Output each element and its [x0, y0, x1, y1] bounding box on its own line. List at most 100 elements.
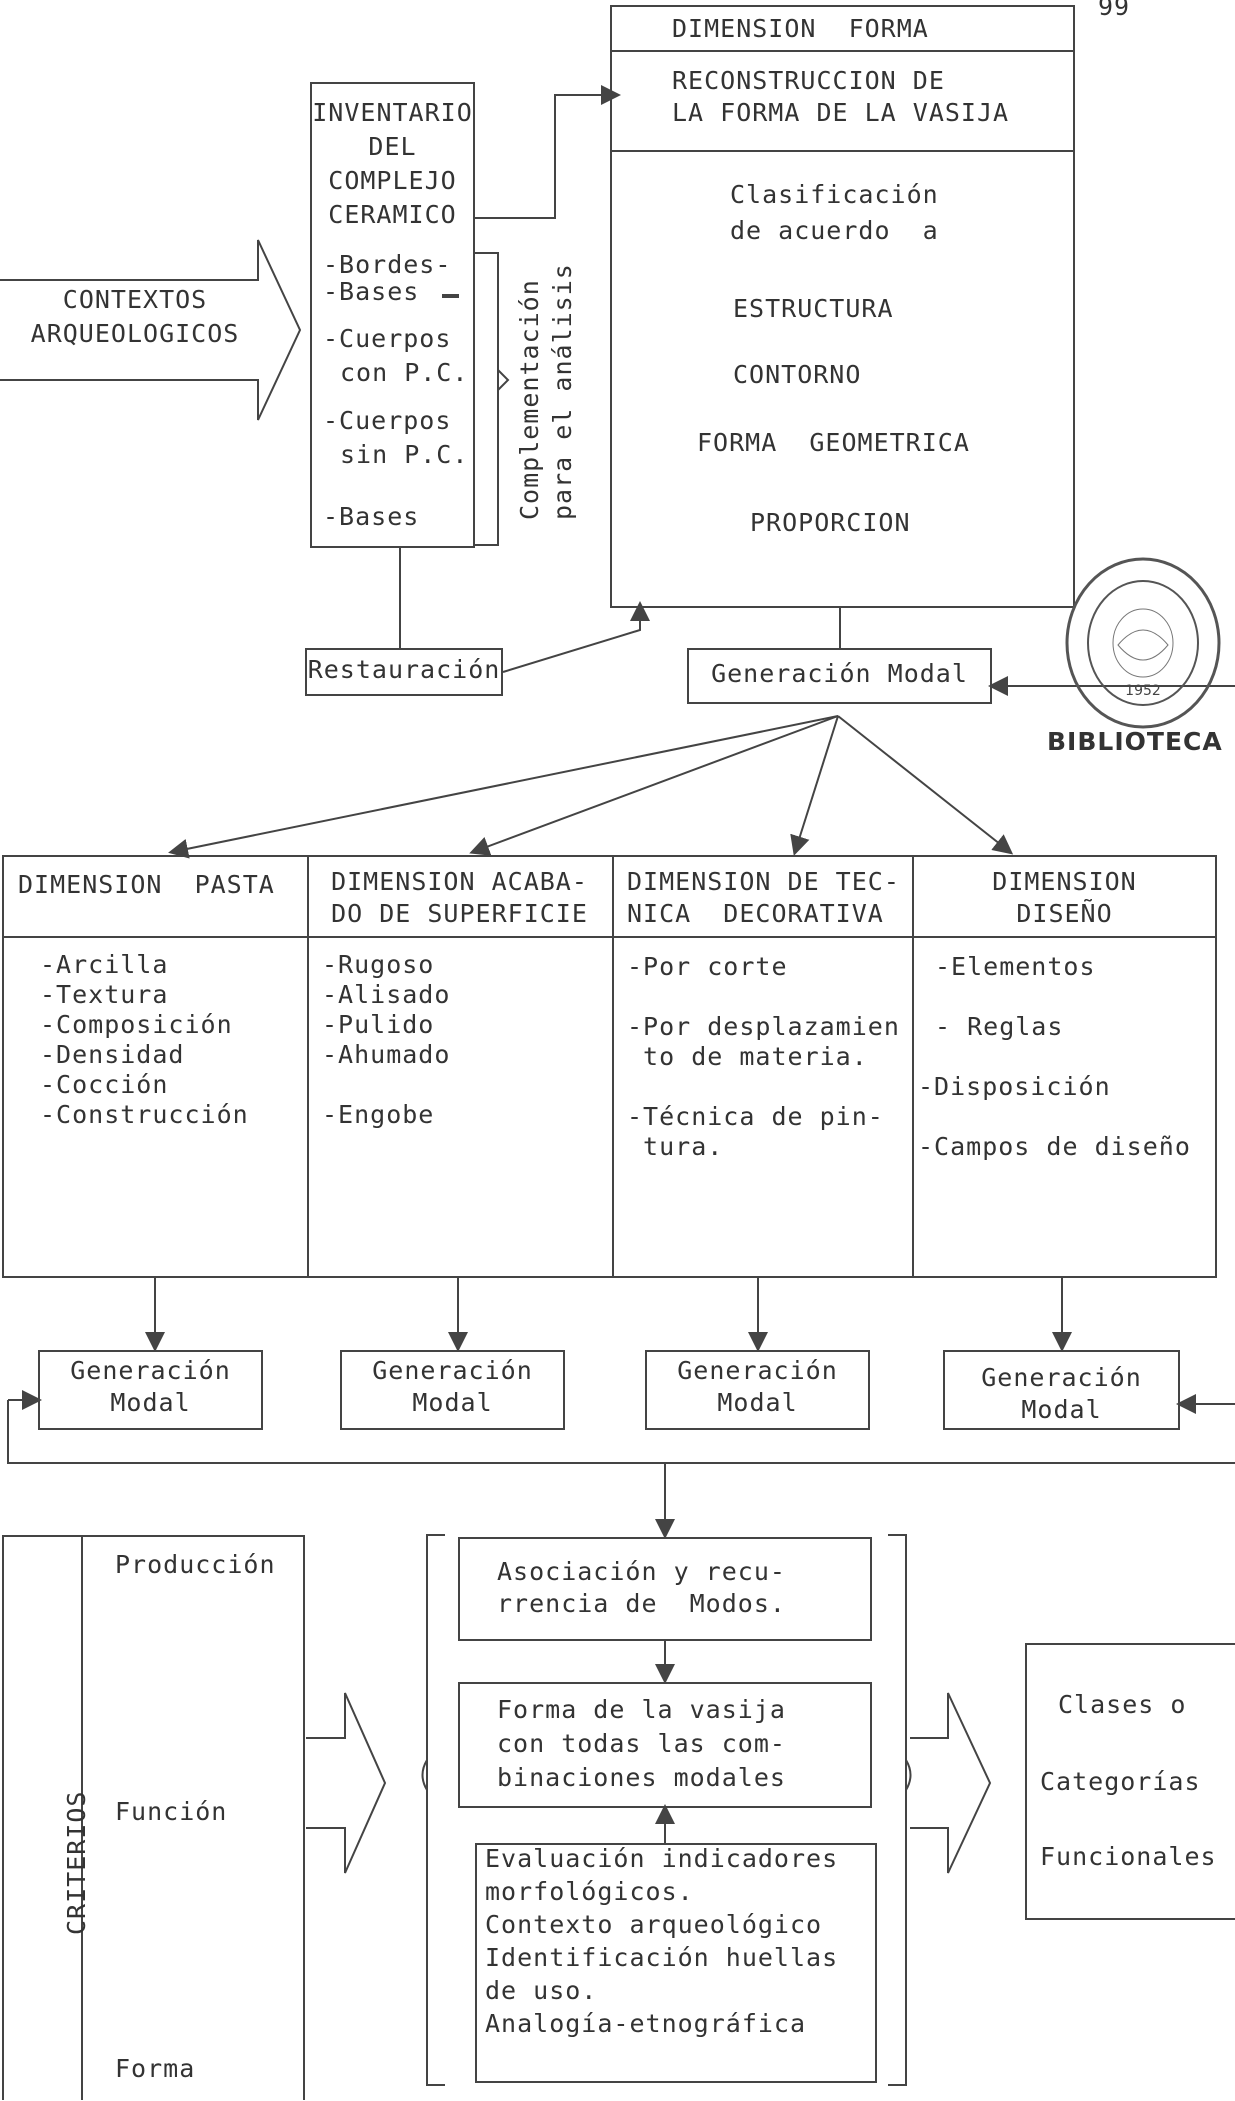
dimensions-header-divider — [2, 936, 1217, 938]
dimension-item: -Técnica de pin- — [627, 1102, 884, 1131]
seal-year: 1952 — [1125, 683, 1161, 699]
evaluacion-item: Contexto arqueológico — [485, 1910, 823, 1939]
complementacion-label-2: para el análisis — [548, 263, 577, 520]
dimensions-table — [2, 855, 1217, 1278]
forma-criterion: PROPORCION — [750, 508, 911, 537]
restauracion-box — [305, 648, 503, 696]
biblioteca-label: BIBLIOTECA — [1047, 727, 1223, 756]
forma-divider-2 — [610, 150, 1075, 152]
dimension-item: -Por corte — [627, 952, 788, 981]
evaluacion-item: morfológicos. — [485, 1877, 694, 1906]
dimension-item: -Textura — [40, 980, 169, 1009]
gen-modal-label-2: Modal — [110, 1388, 191, 1417]
complementacion-label-1: Complementación — [515, 279, 544, 520]
forma-subtitle-1: RECONSTRUCCION DE — [672, 66, 945, 95]
dimension-item: -Pulido — [322, 1010, 435, 1039]
gen-modal-box — [38, 1350, 263, 1430]
gen-modal-label-1: Generación — [70, 1356, 231, 1385]
dimension-item: -Rugoso — [322, 950, 435, 979]
dimension-item: -Alisado — [322, 980, 451, 1009]
evaluacion-item: Identificación huellas — [485, 1943, 839, 1972]
dimension-acabado-title-1: DIMENSION ACABA- — [331, 867, 588, 896]
clases-label-2: Categorías — [1040, 1767, 1201, 1796]
inventario-item: -Bases — [323, 502, 420, 531]
dimension-acabado-title-2: DO DE SUPERFICIE — [331, 899, 588, 928]
inventario-item: -Cuerpos — [323, 406, 452, 435]
restauracion-label: Restauración — [307, 655, 501, 684]
clases-label-3: Funcionales — [1040, 1842, 1217, 1871]
dimension-item: -Campos de diseño — [918, 1132, 1191, 1161]
forma-criterion: FORMA GEOMETRICA — [697, 428, 970, 457]
dimension-item: -Ahumado — [322, 1040, 451, 1069]
forma-subtitle-2: LA FORMA DE LA VASIJA — [672, 98, 1010, 127]
forma-vasija-label-2: con todas las com- — [497, 1729, 786, 1758]
forma-vasija-box — [458, 1682, 872, 1808]
gen-modal-label-1: Generación — [372, 1356, 533, 1385]
asociacion-label-2: rrencia de Modos. — [497, 1589, 786, 1618]
dimension-item: -Construcción — [40, 1100, 249, 1129]
dimension-item: to de materia. — [627, 1042, 868, 1071]
inventario-item: sin P.C. — [340, 440, 469, 469]
gen-modal-box — [645, 1350, 870, 1430]
dimension-pasta-title: DIMENSION PASTA — [18, 870, 275, 899]
gen-modal-label-1: Generación — [981, 1363, 1142, 1392]
forma-divider-1 — [610, 50, 1075, 52]
dimension-diseno-title-2: DISEÑO — [1016, 899, 1113, 928]
dimension-tecnica-title-1: DIMENSION DE TEC- — [627, 867, 900, 896]
gen-modal-label-2: Modal — [412, 1388, 493, 1417]
clases-label-1: Clases o — [1058, 1690, 1187, 1719]
dimensions-col-divider — [912, 855, 914, 1278]
criterio-item: Producción — [115, 1550, 276, 1579]
dimension-item: -Cocción — [40, 1070, 169, 1099]
generacion-modal-main-box — [687, 648, 992, 704]
inventario-title-2: DEL — [368, 132, 417, 161]
gen-modal-box — [943, 1350, 1180, 1430]
inventario-item: -Bordes- — [323, 250, 452, 279]
forma-clasif-1: Clasificación — [730, 180, 939, 209]
evaluacion-item: de uso. — [485, 1976, 598, 2005]
dimension-item: tura. — [627, 1132, 724, 1161]
evaluacion-item: Analogía-etnográfica — [485, 2009, 807, 2038]
gen-modal-label-2: Modal — [717, 1388, 798, 1417]
forma-box — [610, 5, 1075, 608]
generacion-modal-main-label: Generación Modal — [711, 659, 968, 688]
dimension-diseno-title-1: DIMENSION — [992, 867, 1137, 896]
forma-criterion: CONTORNO — [733, 360, 862, 389]
forma-title: DIMENSION FORMA — [672, 14, 929, 43]
gen-modal-label-1: Generación — [677, 1356, 838, 1385]
inventario-title-4: CERAMICO — [328, 200, 457, 229]
gen-modal-label-2: Modal — [1021, 1395, 1102, 1424]
dimensions-col-divider — [612, 855, 614, 1278]
page-number: 99 — [1098, 0, 1131, 21]
dimensions-col-divider — [307, 855, 309, 1278]
clases-box — [1025, 1643, 1235, 1920]
contextos-label-1: CONTEXTOS — [62, 285, 208, 314]
inventario-box — [310, 82, 475, 548]
forma-vasija-label-3: binaciones modales — [497, 1763, 786, 1792]
biblioteca-seal: 1952 — [1065, 557, 1221, 729]
criterio-item: Forma — [115, 2054, 196, 2083]
dimension-item: -Composición — [40, 1010, 233, 1039]
inventario-item: -Bases — [323, 277, 420, 306]
inventario-title-3: COMPLEJO — [328, 166, 457, 195]
dimension-item: -Arcilla — [40, 950, 169, 979]
asociacion-box — [458, 1537, 872, 1641]
asociacion-label-1: Asociación y recu- — [497, 1557, 786, 1586]
contextos-label-2: ARQUEOLOGICOS — [30, 319, 240, 348]
criterios-label: CRITERIOS — [62, 1790, 91, 1935]
forma-vasija-label-1: Forma de la vasija — [497, 1695, 786, 1724]
criterio-item: Función — [115, 1797, 228, 1826]
inventario-title-1: INVENTARIO — [312, 98, 473, 127]
dimension-item: -Engobe — [322, 1100, 435, 1129]
forma-criterion: ESTRUCTURA — [733, 294, 894, 323]
inventario-item: -Cuerpos — [323, 324, 452, 353]
evaluacion-item: Evaluación indicadores — [485, 1844, 839, 1873]
gen-modal-box — [340, 1350, 565, 1430]
forma-clasif-2: de acuerdo a — [730, 216, 939, 245]
dimension-item: -Disposición — [918, 1072, 1111, 1101]
dimension-item: -Densidad — [40, 1040, 185, 1069]
inventario-item: con P.C. — [340, 358, 469, 387]
dimension-tecnica-title-2: NICA DECORATIVA — [627, 899, 884, 928]
evaluacion-box — [475, 1843, 877, 2083]
